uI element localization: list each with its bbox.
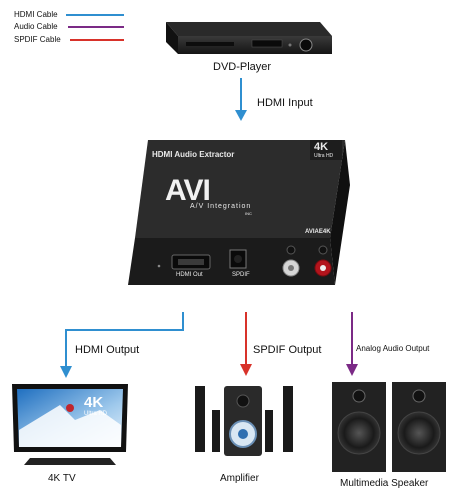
extractor-4k-badge: 4K [314, 141, 329, 153]
extractor-port-spdif-label: SPDIF [232, 272, 250, 278]
extractor-model: AVIAE4K [305, 229, 331, 235]
speaker-label: Multimedia Speaker [340, 478, 429, 489]
analog-output-arrowhead [346, 364, 358, 376]
tv-4k-badge: 4K [84, 394, 104, 411]
extractor-brand: A/V Integration [190, 203, 252, 210]
amplifier-label: Amplifier [220, 473, 259, 484]
multimedia-speaker-image [332, 382, 446, 472]
tv-label: 4K TV [48, 473, 76, 484]
spdif-output-label: SPDIF Output [253, 344, 322, 356]
hdmi-audio-extractor-image [128, 140, 350, 285]
extractor-port-hdmi-label: HDMI Out [176, 272, 203, 278]
dvd-player-label: DVD-Player [213, 61, 272, 73]
amplifier-image [195, 386, 293, 456]
hdmi-input-arrowhead [235, 110, 247, 121]
extractor-ultra-hd: Ultra HD [314, 153, 334, 159]
tv-ultra-hd: Ultra HD [84, 411, 108, 417]
dvd-player-image [166, 22, 332, 54]
hdmi-output-label: HDMI Output [75, 344, 140, 356]
spdif-output-arrowhead [240, 364, 252, 376]
analog-output-label: Analog Audio Output [356, 344, 430, 353]
extractor-brand-sub: INC [245, 211, 252, 216]
legend-hdmi-label: HDMI Cable [14, 10, 58, 19]
hdmi-output-line [65, 312, 184, 368]
tv-image [12, 384, 128, 465]
legend-audio-label: Audio Cable [14, 22, 58, 31]
extractor-title: HDMI Audio Extractor [152, 150, 235, 159]
extractor-logo: AVI [165, 174, 211, 207]
hdmi-input-label: HDMI Input [257, 97, 313, 109]
hdmi-output-arrowhead [60, 366, 72, 378]
legend-spdif-label: SPDIF Cable [14, 35, 61, 44]
